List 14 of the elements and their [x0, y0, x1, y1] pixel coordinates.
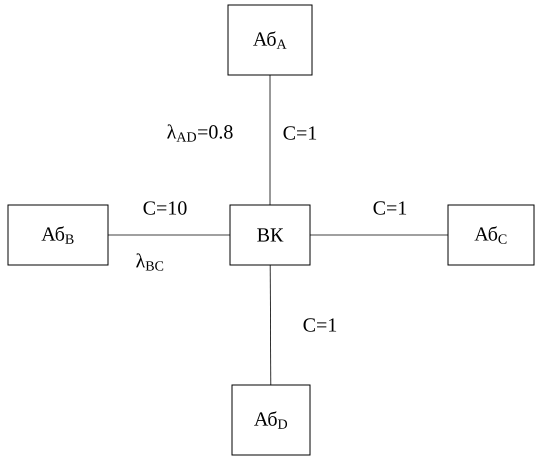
edge-label: C=10: [140, 199, 190, 217]
connector-line: [108, 234, 230, 236]
edge-label: C=1: [300, 316, 340, 334]
edge-label: C=1: [280, 124, 320, 142]
connector-line: [310, 234, 448, 236]
parameter-label: λ$_{AD}$=0.8: [164, 122, 236, 144]
connector-line: [270, 265, 272, 385]
node-box: Аб$_{C}$: [448, 204, 534, 266]
node-box: Аб$_{D}$: [232, 384, 310, 456]
node-box: ВК: [230, 204, 310, 266]
node-box: Аб$_{A}$: [228, 4, 312, 76]
node-box: Аб$_{B}$: [8, 204, 108, 266]
parameter-label: λ$_{BC}$: [134, 251, 166, 273]
edge-label: C=1: [370, 199, 410, 217]
